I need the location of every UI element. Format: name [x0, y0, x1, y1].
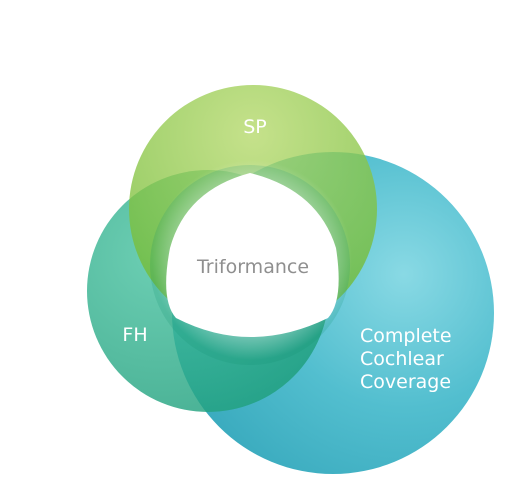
ccc-label-line-1: Complete — [360, 325, 452, 347]
center-label: Triformance — [196, 256, 309, 278]
fh-label: FH — [122, 324, 147, 346]
sp-label: SP — [243, 116, 267, 138]
center-region — [166, 173, 339, 337]
ccc-label-line-3: Coverage — [360, 371, 451, 393]
ccc-label-line-2: Cochlear — [360, 348, 444, 370]
